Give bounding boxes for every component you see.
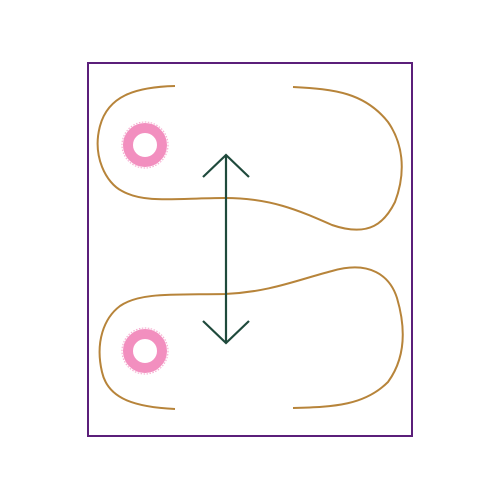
frame-border [87,62,413,437]
arrow-head-up [202,153,250,178]
bottom-ring-icon [121,327,169,375]
double-arrow-icon [202,153,250,345]
top-ring-icon [121,121,169,169]
arrow-head-down [202,320,250,345]
top-curve [96,85,403,231]
bottom-curve [98,266,404,410]
